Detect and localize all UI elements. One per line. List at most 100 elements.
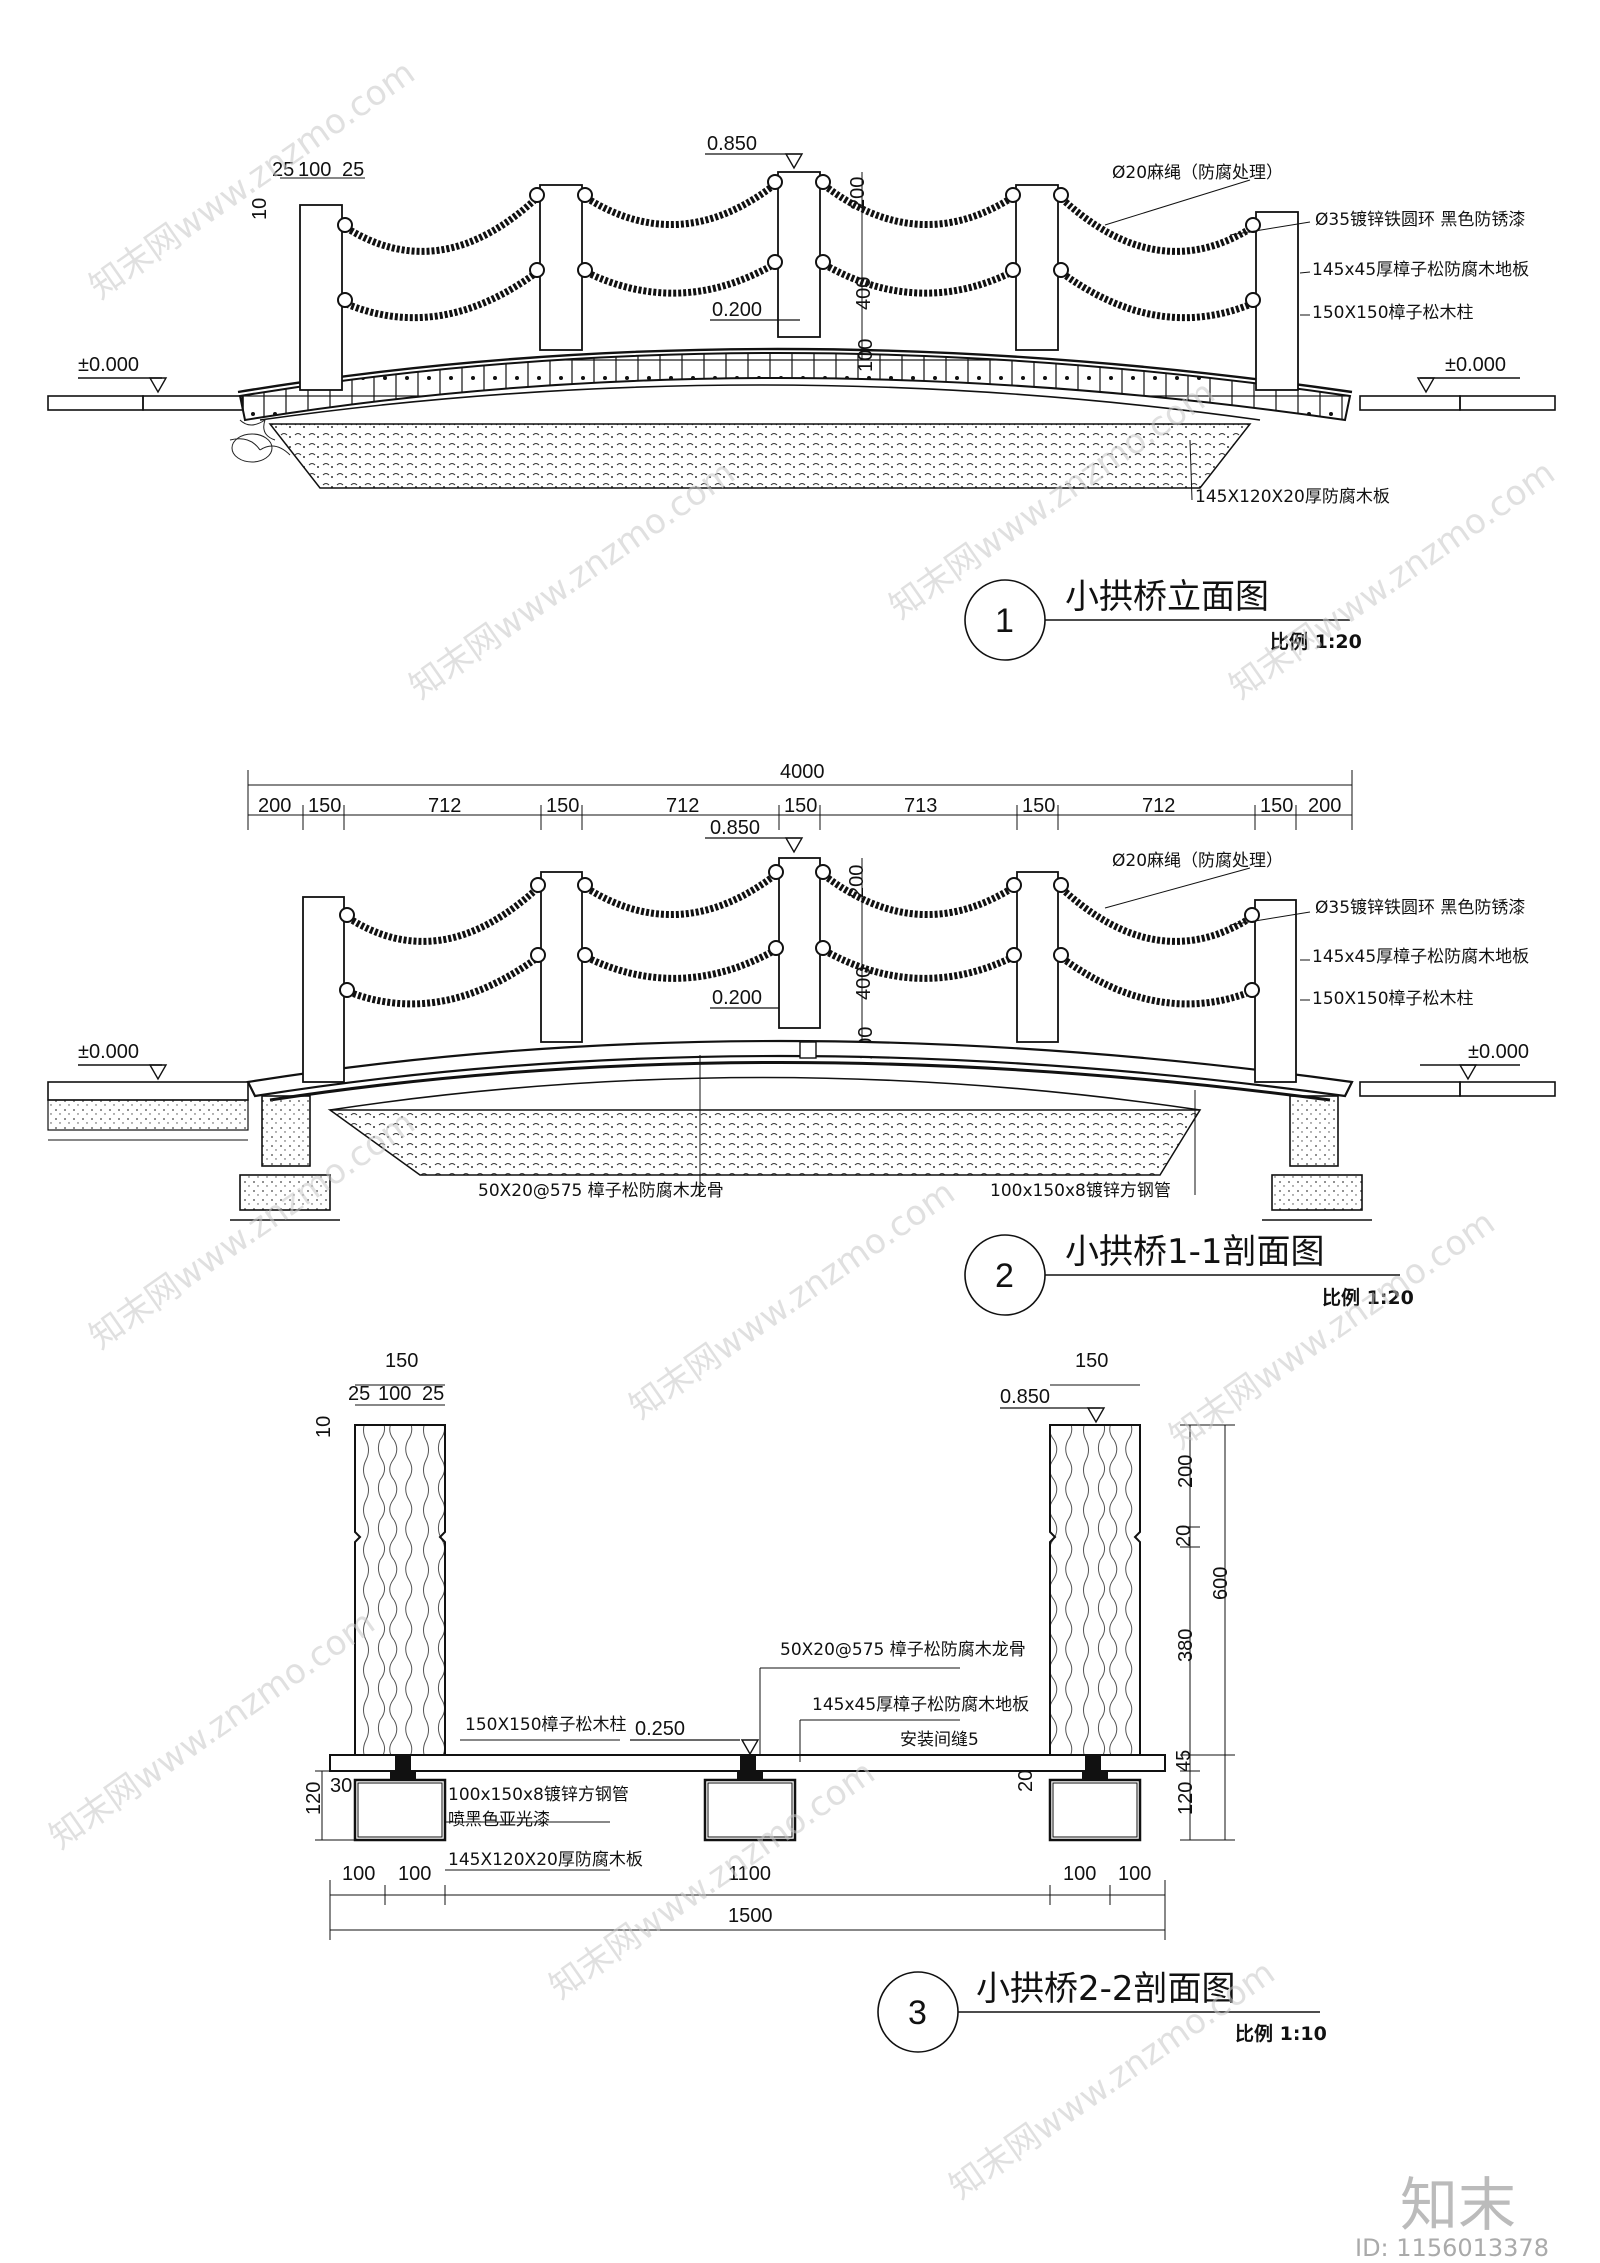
bdim-2: 1100 [728,1863,771,1885]
top-level-1: 0.850 [707,133,757,155]
drawing-number-3: 3 [908,1994,927,2032]
seg-3: 150 [546,795,579,817]
bdim-4: 100 [1118,1863,1151,1885]
level-deck-3: 0.250 [635,1718,685,1740]
drawing-title-1: 小拱桥立面图 [1065,577,1269,617]
label-gap-3: 安装间缝5 [900,1730,979,1750]
label-board-1: 145X120X20厚防腐木板 [1195,487,1390,507]
top-level-2: 0.850 [710,817,760,839]
label-ring-2: Ø35镀锌铁圆环 黑色防锈漆 [1315,898,1525,918]
plants-left [229,418,291,463]
vertical-dims-1: 200 400 100 [847,172,877,372]
steel-pipes-3 [353,1778,1142,1842]
drawing-1-elevation: ±0.000 ±0.000 [47,133,1556,661]
drawing-number-1: 1 [995,602,1014,640]
pipe-brackets-3 [390,1771,1108,1780]
seg-0: 200 [258,795,291,817]
arch-underside [259,384,1261,421]
rdim-45: 45 [1173,1750,1195,1772]
brand-logo: 知末 [1400,2171,1516,2239]
label-deck-1: 145x45厚樟子松防腐木地板 [1312,260,1529,280]
title-block-1: 1 小拱桥立面图 比例 1:20 [964,577,1362,661]
drawing-title-3: 小拱桥2-2剖面图 [976,1969,1236,2009]
center-joist [799,1041,817,1059]
dim-10-text: 10 [249,198,271,220]
image-id: ID: 1156013378 [1355,2234,1549,2262]
watermark-text: 知末网www.znzmo.com [622,1173,962,1428]
label-pipe-3: 100x150x8镀锌方钢管 [448,1785,629,1805]
rdim-120: 120 [1175,1782,1197,1815]
water-gravel-2 [327,1109,1202,1176]
dim-200-1: 200 [847,177,869,210]
ropes-1 [340,179,1258,322]
water-gravel [268,423,1252,489]
bdim-total: 1500 [728,1905,773,1927]
seg-6: 713 [904,795,937,817]
abutment-right [1262,1095,1372,1221]
dim-10-3: 10 [313,1416,335,1438]
dim-400-2: 400 [853,967,875,1000]
rdim-total-600: 600 [1210,1567,1232,1600]
steel-arch-2 [269,1061,1331,1102]
deck-arch-1 [238,352,1352,422]
dim-total-2: 4000 [780,761,825,783]
drawing-scale-3: 比例 1:10 [1235,2022,1327,2045]
dim-150-right: 150 [1075,1350,1108,1372]
dim-400-1: 400 [853,277,875,310]
abutment-left [230,1095,340,1221]
post-dim-3a: 25 [348,1383,370,1405]
bdim-0: 100 [342,1863,375,1885]
vertical-dims-2: 200 400 100 [846,858,877,1060]
watermark-text: 知末网www.znzmo.com [402,453,742,708]
seg-7: 150 [1022,795,1055,817]
label-pipe2-3: 喷黑色亚光漆 [448,1810,550,1830]
left-dims-3 [315,1770,355,1841]
ropes-2 [342,869,1257,1008]
dim-150-left: 150 [385,1350,418,1372]
level-mark-top-2: 0.850 [705,817,804,854]
level-left-text: ±0.000 [78,354,139,376]
mid-dim-20: 20 [1015,1770,1037,1792]
level-mark-top-1: 0.850 [705,133,804,170]
post-dims-1: 25 100 25 10 [249,159,365,220]
drawing-scale-1: 比例 1:20 [1270,630,1362,653]
post-right-3 [1049,1424,1141,1756]
drawing-3-section: 150 150 25 100 25 10 0.850 [303,1350,1327,2053]
post-dim-3b: 100 [378,1383,411,1405]
posts-1 [299,171,1299,391]
label-joist-2: 50X20@575 樟子松防腐木龙骨 [478,1181,724,1201]
label-rope-2: Ø20麻绳（防腐处理） [1112,851,1283,871]
bdim-1: 100 [398,1863,431,1885]
leaders-2 [699,867,1311,1195]
ground-left-2: ±0.000 [47,1041,249,1141]
post-dim-a: 25 [272,159,294,181]
label-post-1: 150X150樟子松木柱 [1312,303,1474,323]
level-mark-deck-1: 0.200 [710,299,800,321]
watermark-text: 知末网www.znzmo.com [42,1603,382,1858]
level-right-2: ±0.000 [1468,1041,1529,1063]
title-block-2: 2 小拱桥1-1剖面图 比例 1:20 [964,1232,1414,1316]
level-top-3: 0.850 [1000,1386,1050,1408]
bdim-3: 100 [1063,1863,1096,1885]
label-board-3: 145X120X20厚防腐木板 [448,1850,643,1870]
label-deck-3: 145x45厚樟子松防腐木地板 [812,1695,1029,1715]
level-mark-right: ±0.000 [1416,354,1520,394]
seg-4: 712 [666,795,699,817]
post-dim-c: 25 [342,159,364,181]
seg-10: 200 [1308,795,1341,817]
level-left-2: ±0.000 [78,1041,139,1063]
rdim-200: 200 [1175,1455,1197,1488]
level-right-text: ±0.000 [1445,354,1506,376]
deck-level-1: 0.200 [712,299,762,321]
seg-9: 150 [1260,795,1293,817]
label-steel-2: 100x150x8镀锌方钢管 [990,1181,1171,1201]
deck-level-2: 0.200 [712,987,762,1009]
rings-1 [337,174,1261,308]
post-left-3 [354,1424,446,1756]
drawing-number-2: 2 [995,1257,1014,1295]
leaders-1 [1104,179,1311,316]
ground-right [1359,395,1556,411]
ground-left [47,395,244,411]
rdim-380: 380 [1175,1629,1197,1662]
arch-underside-2 [329,1076,1201,1111]
